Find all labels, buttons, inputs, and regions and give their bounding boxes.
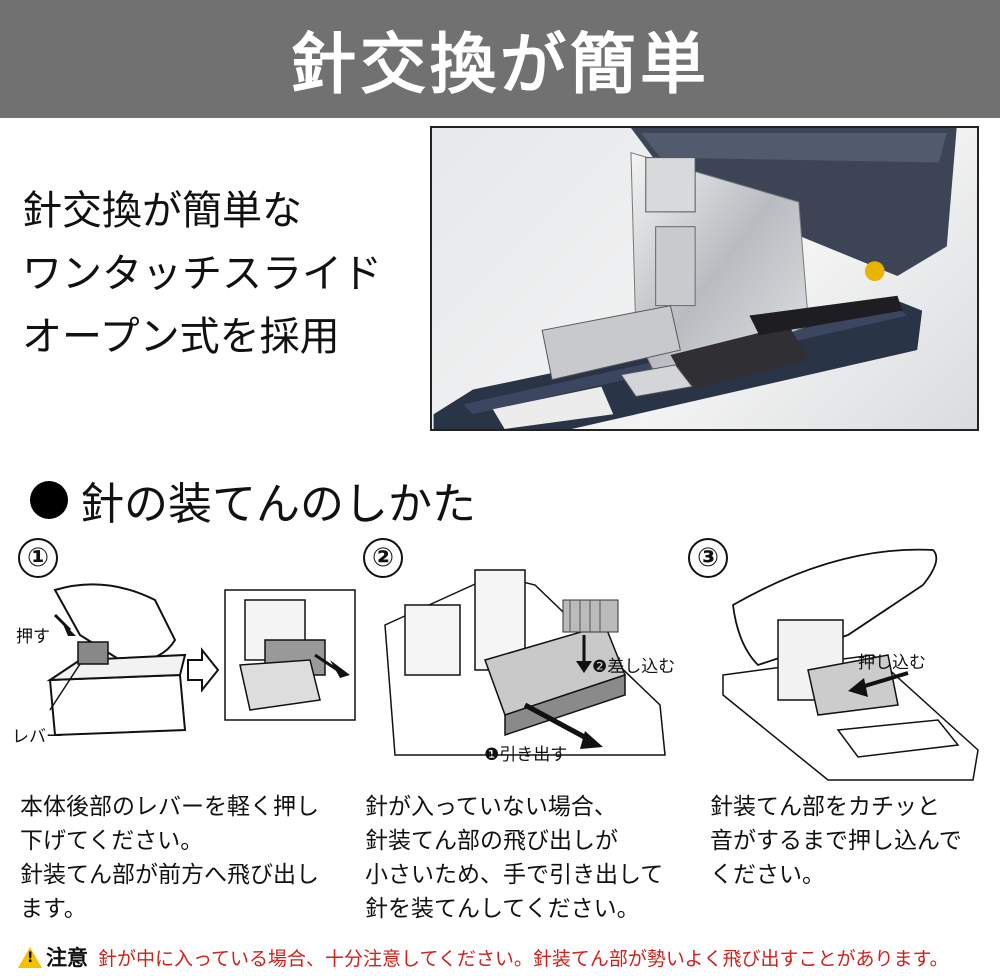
- step-1-illustration: [10, 580, 365, 750]
- step-2-illustration: [375, 565, 670, 760]
- step-3-push-in-label: 押し込む: [858, 653, 926, 673]
- step-3-number: ③: [688, 538, 728, 578]
- section-title-text: 針の装てんのしかた: [80, 479, 476, 530]
- page-title: 針交換が簡単: [290, 26, 710, 103]
- caution-note: 注意 針が中に入っている場合、十分注意してください。針装てん部が勢いよく飛び出す…: [18, 942, 988, 972]
- step-2-insert-label: ❷差し込む: [592, 657, 676, 677]
- step-2-pull-label: ❶引き出す: [484, 745, 568, 765]
- intro-line-1: 針交換が簡単な: [22, 188, 302, 234]
- caution-label: 注意: [46, 946, 88, 970]
- product-photo: [430, 126, 979, 431]
- intro-line-2: ワンタッチスライド: [22, 251, 382, 297]
- intro-line-3: オープン式を採用: [22, 314, 340, 360]
- intro-text: 針交換が簡単な ワンタッチスライド オープン式を採用: [22, 180, 422, 369]
- section-title: 針の装てんのしかた: [30, 468, 476, 532]
- step-1-lever-label: レバー: [12, 727, 63, 747]
- step-2-number: ②: [363, 538, 403, 578]
- step-1-text: 本体後部のレバーを軽く押し 下げてください。 針装てん部が前方へ飛び出し ます。: [20, 794, 319, 922]
- stapler-photo-illustration: [433, 128, 957, 429]
- step-3-illustration: [718, 545, 990, 785]
- step-1-number: ①: [18, 538, 58, 578]
- header-banner: 針交換が簡単: [0, 0, 1000, 118]
- step-3-text: 針装てん部をカチッと 音がするまで押し込んで ください。: [710, 794, 962, 888]
- bullet-dot-icon: [30, 481, 68, 519]
- step-1-push-label: 押す: [16, 627, 50, 647]
- caution-text: 針が中に入っている場合、十分注意してください。針装てん部が勢いよく飛び出すことが…: [98, 947, 949, 970]
- warning-icon: [18, 946, 42, 968]
- step-2-text: 針が入っていない場合、 針装てん部の飛び出しが 小さいため、手で引き出して 針を…: [365, 794, 664, 922]
